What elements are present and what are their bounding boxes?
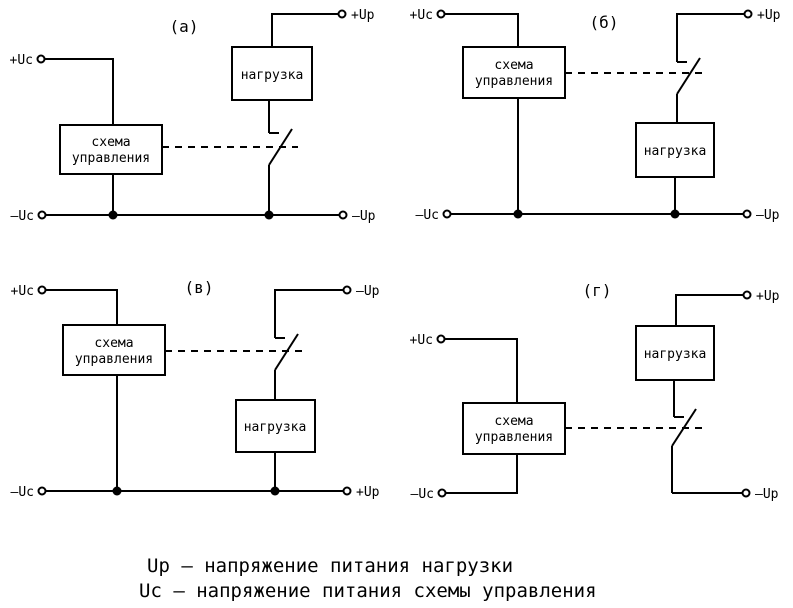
terminal-label-load-minus: –Up: [756, 208, 780, 223]
switch-symbol: [268, 100, 293, 215]
circuit-b-label: (б): [590, 13, 619, 32]
terminal-label-control-minus: –Uc: [411, 487, 434, 502]
circuit-b: (б) +Uc схема управления –Uc –Up +Up наг…: [410, 8, 781, 223]
control-box-label-line2: управления: [72, 151, 150, 166]
terminal-label-load-plus: +Up: [756, 289, 780, 304]
control-box-label-line1: схема: [494, 58, 533, 73]
load-box-label: нагрузка: [241, 68, 304, 83]
junction-dot: [112, 486, 122, 496]
terminal-label-load-minus: –Up: [755, 487, 779, 502]
legend: Up – напряжение питания нагрузки Uc – на…: [139, 555, 597, 602]
terminal-label-control-minus: –Uc: [11, 485, 34, 500]
terminal-label-load-plus: +Up: [356, 485, 380, 500]
wire: [271, 13, 338, 47]
wire: [446, 454, 518, 494]
terminal-circle: [442, 209, 452, 219]
terminal-circle: [338, 210, 348, 220]
circuit-a-label: (а): [170, 17, 199, 36]
wire: [274, 289, 343, 338]
load-box: [231, 46, 313, 101]
wire: [445, 13, 519, 47]
load-box: [635, 122, 715, 178]
circuit-g: (г) +Up нагрузка –Up +Uc схема управлени…: [410, 281, 780, 502]
wire: [445, 338, 518, 403]
circuit-v-label: (в): [185, 278, 214, 297]
wire: [45, 58, 114, 125]
control-box: [62, 324, 166, 376]
terminal-circle: [742, 209, 752, 219]
load-box-label: нагрузка: [644, 347, 707, 362]
circuit-g-label: (г): [583, 281, 612, 300]
terminal-circle: [436, 9, 446, 19]
terminal-label-load-minus: –Up: [352, 209, 376, 224]
terminal-label-control-plus: +Uc: [410, 8, 433, 23]
control-box-label-line1: схема: [494, 414, 533, 429]
control-box-label-line2: управления: [75, 352, 153, 367]
control-box-label-line2: управления: [475, 74, 553, 89]
legend-line-up: Up – напряжение питания нагрузки: [147, 555, 513, 577]
terminal-circle: [37, 285, 47, 295]
terminal-circle: [337, 9, 347, 19]
junction-dot: [513, 209, 523, 219]
terminal-circle: [342, 285, 352, 295]
circuit-v: (в) +Uc схема управления –Uc +Up –Up наг…: [11, 278, 380, 500]
terminal-label-control-plus: +Uc: [11, 284, 34, 299]
terminal-circle: [741, 488, 751, 498]
load-box-label: нагрузка: [244, 420, 307, 435]
control-box: [59, 124, 163, 175]
terminal-circle: [37, 486, 47, 496]
switch-symbol: [676, 57, 701, 123]
load-box: [235, 399, 316, 453]
switch-symbol: [671, 380, 697, 493]
terminal-circle: [437, 488, 447, 498]
terminal-label-control-minus: –Uc: [11, 209, 34, 224]
terminal-circle: [742, 290, 752, 300]
terminal-label-load-plus: +Up: [757, 8, 781, 23]
terminal-circle: [37, 210, 47, 220]
wire: [676, 13, 744, 62]
wire: [46, 289, 118, 325]
control-box-label-line1: схема: [94, 336, 133, 351]
terminal-label-load-plus: +Up: [351, 8, 375, 23]
terminal-label-control-minus: –Uc: [416, 208, 439, 223]
junction-dot: [108, 210, 118, 220]
control-box-label-line1: схема: [91, 135, 130, 150]
wire: [675, 294, 743, 326]
legend-line-uc: Uc – напряжение питания схемы управления: [139, 580, 597, 602]
switch-symbol: [274, 333, 299, 400]
terminal-circle: [743, 9, 753, 19]
load-box-label: нагрузка: [644, 144, 707, 159]
circuit-a: (а) +Uc схема управления –Uc –Up нагрузк…: [10, 8, 376, 224]
control-box-label-line2: управления: [475, 430, 553, 445]
terminal-circle: [36, 54, 46, 64]
terminal-circle: [436, 334, 446, 344]
terminal-label-load-minus: –Up: [356, 284, 380, 299]
switch-blade: [676, 57, 701, 95]
terminal-label-control-plus: +Uc: [10, 53, 33, 68]
terminal-circle: [342, 486, 352, 496]
terminal-label-control-plus: +Uc: [410, 333, 433, 348]
control-box: [462, 402, 566, 455]
